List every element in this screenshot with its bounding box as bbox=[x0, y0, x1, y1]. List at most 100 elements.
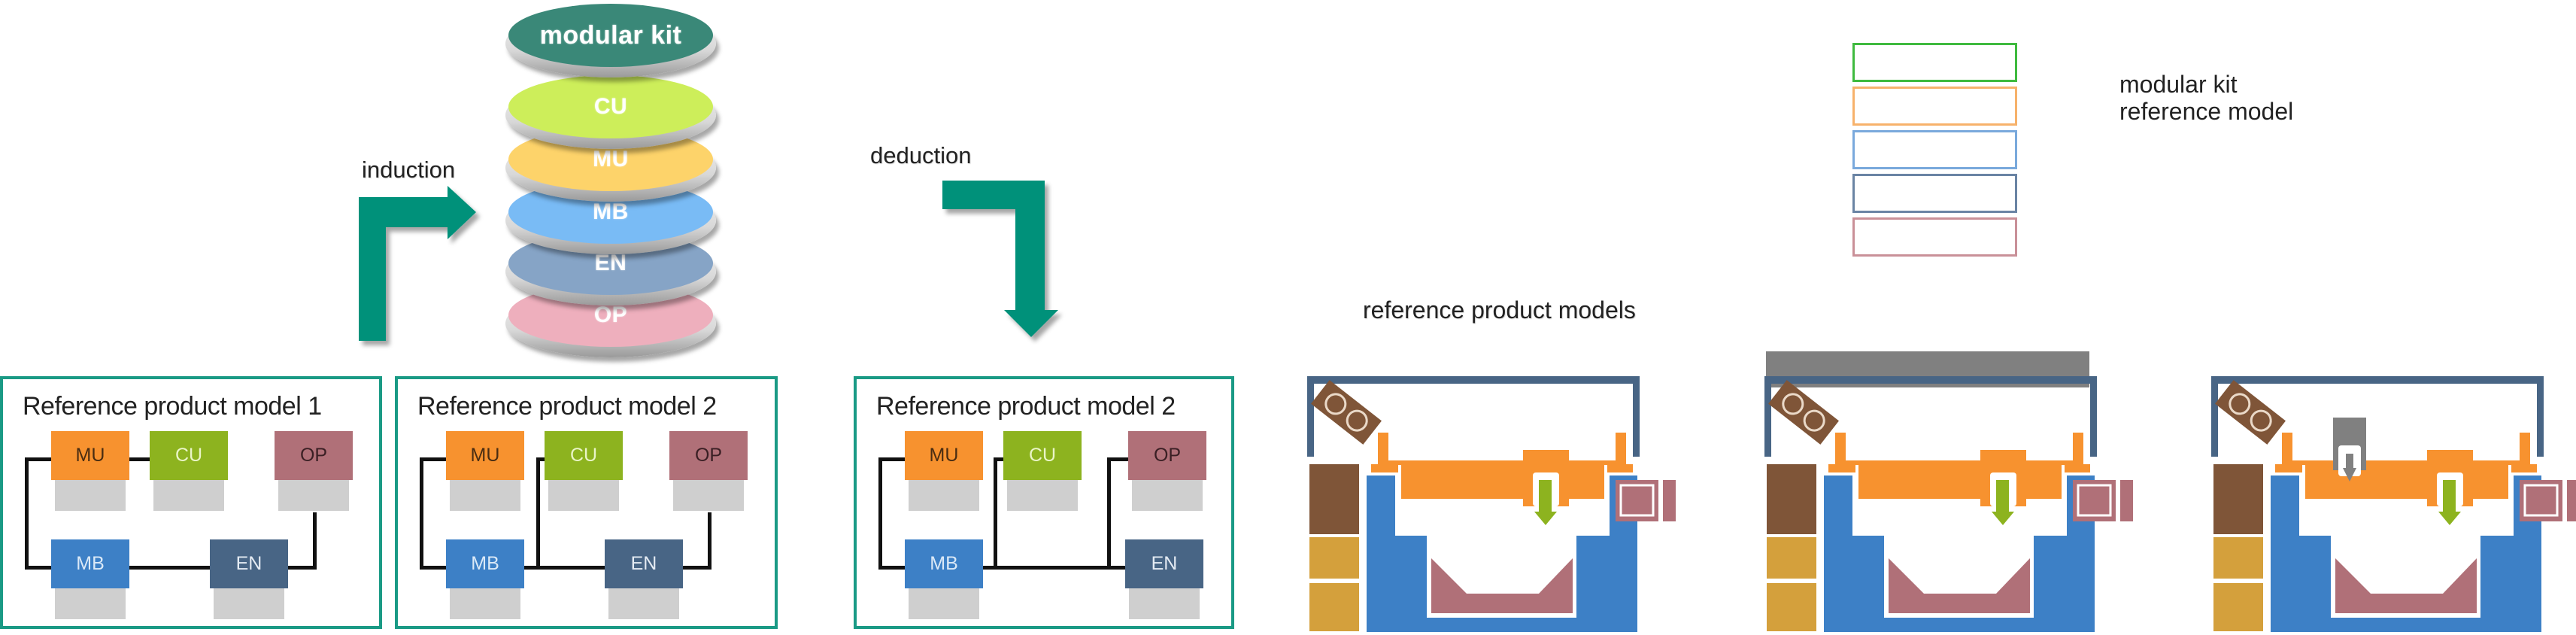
tool-slot bbox=[2250, 409, 2272, 432]
connection-line bbox=[994, 457, 1004, 461]
module-label: OP bbox=[1153, 445, 1182, 466]
gantry-left-foot bbox=[2275, 464, 2302, 472]
module-shadow bbox=[1007, 480, 1078, 511]
connection-line bbox=[536, 457, 540, 570]
motor-inner bbox=[2077, 484, 2112, 517]
gantry-right-foot bbox=[2065, 464, 2090, 472]
tool-changer-plate bbox=[1311, 380, 1382, 445]
disc-label: modular kit bbox=[539, 20, 682, 50]
module-label: MU bbox=[929, 445, 959, 466]
disc-modular-kit: modular kit bbox=[505, 4, 716, 77]
module-shadow bbox=[450, 480, 520, 511]
module-en: EN bbox=[210, 539, 288, 588]
panel-title: Reference product model 2 bbox=[876, 392, 1176, 421]
tool-changer-icon bbox=[1311, 380, 1382, 445]
cabinet-brown bbox=[1767, 464, 1816, 534]
module-op: OP bbox=[669, 431, 748, 480]
workpiece-tub bbox=[1431, 558, 1573, 613]
gantry-left-post bbox=[1378, 433, 1388, 466]
gantry-right-foot bbox=[1607, 464, 1633, 472]
machine-bed bbox=[1367, 475, 1637, 632]
second-tool-head bbox=[2343, 468, 2356, 482]
module-label: CU bbox=[569, 445, 598, 466]
frame-top-bar bbox=[1307, 376, 1640, 384]
module-label: MU bbox=[470, 445, 500, 466]
tool-changer-icon bbox=[1768, 380, 1839, 445]
motor-flange bbox=[2567, 480, 2576, 521]
machine-bed bbox=[2271, 475, 2541, 632]
connection-line bbox=[524, 566, 607, 570]
cabinet-brown bbox=[2213, 464, 2263, 534]
module-shadow bbox=[548, 480, 619, 511]
gantry-left-post bbox=[2282, 433, 2292, 466]
module-label: MB bbox=[471, 553, 499, 574]
module-shadow bbox=[153, 480, 224, 511]
module-shadow bbox=[909, 480, 979, 511]
tool-arrow-shaft bbox=[1539, 480, 1552, 512]
machine-2-illustration bbox=[1764, 351, 2133, 632]
module-label: EN bbox=[1151, 553, 1178, 574]
machine-bed bbox=[1824, 475, 2095, 632]
module-shadow bbox=[214, 588, 284, 619]
gantry-right-foot bbox=[2511, 464, 2537, 472]
legend-text-reference-model: reference model bbox=[2119, 98, 2294, 125]
frame-right-post bbox=[1633, 376, 1640, 457]
disc-face: CU bbox=[508, 75, 713, 138]
connection-line bbox=[129, 566, 212, 570]
tool-slot bbox=[1803, 409, 1825, 432]
module-shadow bbox=[55, 480, 126, 511]
second-tool-shaft bbox=[2346, 454, 2353, 468]
module-shadow bbox=[1132, 480, 1203, 511]
connection-line bbox=[878, 457, 907, 461]
connection-line bbox=[878, 457, 882, 570]
connection-line bbox=[288, 566, 315, 570]
module-shadow bbox=[608, 588, 679, 619]
legend-swatch bbox=[1852, 130, 2017, 169]
module-cu: CU bbox=[150, 431, 228, 480]
motor-flange bbox=[1663, 480, 1676, 521]
cabinet-brown bbox=[1309, 464, 1359, 534]
workpiece-tub bbox=[1889, 558, 2030, 613]
connection-line bbox=[1107, 457, 1130, 461]
connection-line bbox=[536, 457, 547, 461]
tool-arrow-head bbox=[1534, 512, 1557, 525]
motor-inner bbox=[1619, 484, 1655, 517]
gantry-beam bbox=[1401, 461, 1604, 499]
tool-arrow-head bbox=[1992, 512, 2014, 525]
cabinet-gold bbox=[2213, 583, 2263, 631]
cabinet-gold bbox=[1309, 537, 1359, 579]
gantry-left-foot bbox=[1828, 464, 1855, 472]
connection-line bbox=[25, 566, 53, 570]
module-label: CU bbox=[174, 445, 203, 466]
tool-slot bbox=[2229, 393, 2251, 415]
connection-line bbox=[983, 566, 1127, 570]
machine-3-illustration bbox=[2211, 376, 2576, 632]
tool-changer-plate bbox=[1768, 380, 1839, 445]
tool-arrow-shaft bbox=[1996, 480, 2009, 512]
connection-line bbox=[313, 512, 317, 570]
module-shadow bbox=[278, 480, 349, 511]
module-label: MU bbox=[75, 445, 105, 466]
module-shadow bbox=[673, 480, 744, 511]
gantry-beam bbox=[1858, 461, 2062, 499]
frame-left-post bbox=[1307, 376, 1314, 457]
cabinet-gold bbox=[1767, 537, 1816, 579]
cabinet-gold bbox=[2213, 537, 2263, 579]
tool-changer-plate bbox=[2215, 380, 2286, 445]
connection-line bbox=[25, 457, 29, 570]
module-label: OP bbox=[299, 445, 328, 466]
panel-title: Reference product model 2 bbox=[417, 392, 717, 421]
module-mb: MB bbox=[51, 539, 129, 588]
legend-swatch bbox=[1852, 87, 2017, 126]
module-label: OP bbox=[694, 445, 723, 466]
connection-line bbox=[420, 457, 448, 461]
cabinet-gold bbox=[1767, 583, 1816, 631]
disc-label: OP bbox=[593, 302, 628, 327]
connection-line bbox=[878, 566, 907, 570]
module-en: EN bbox=[1125, 539, 1203, 588]
module-mb: MB bbox=[446, 539, 524, 588]
module-cu: CU bbox=[545, 431, 623, 480]
